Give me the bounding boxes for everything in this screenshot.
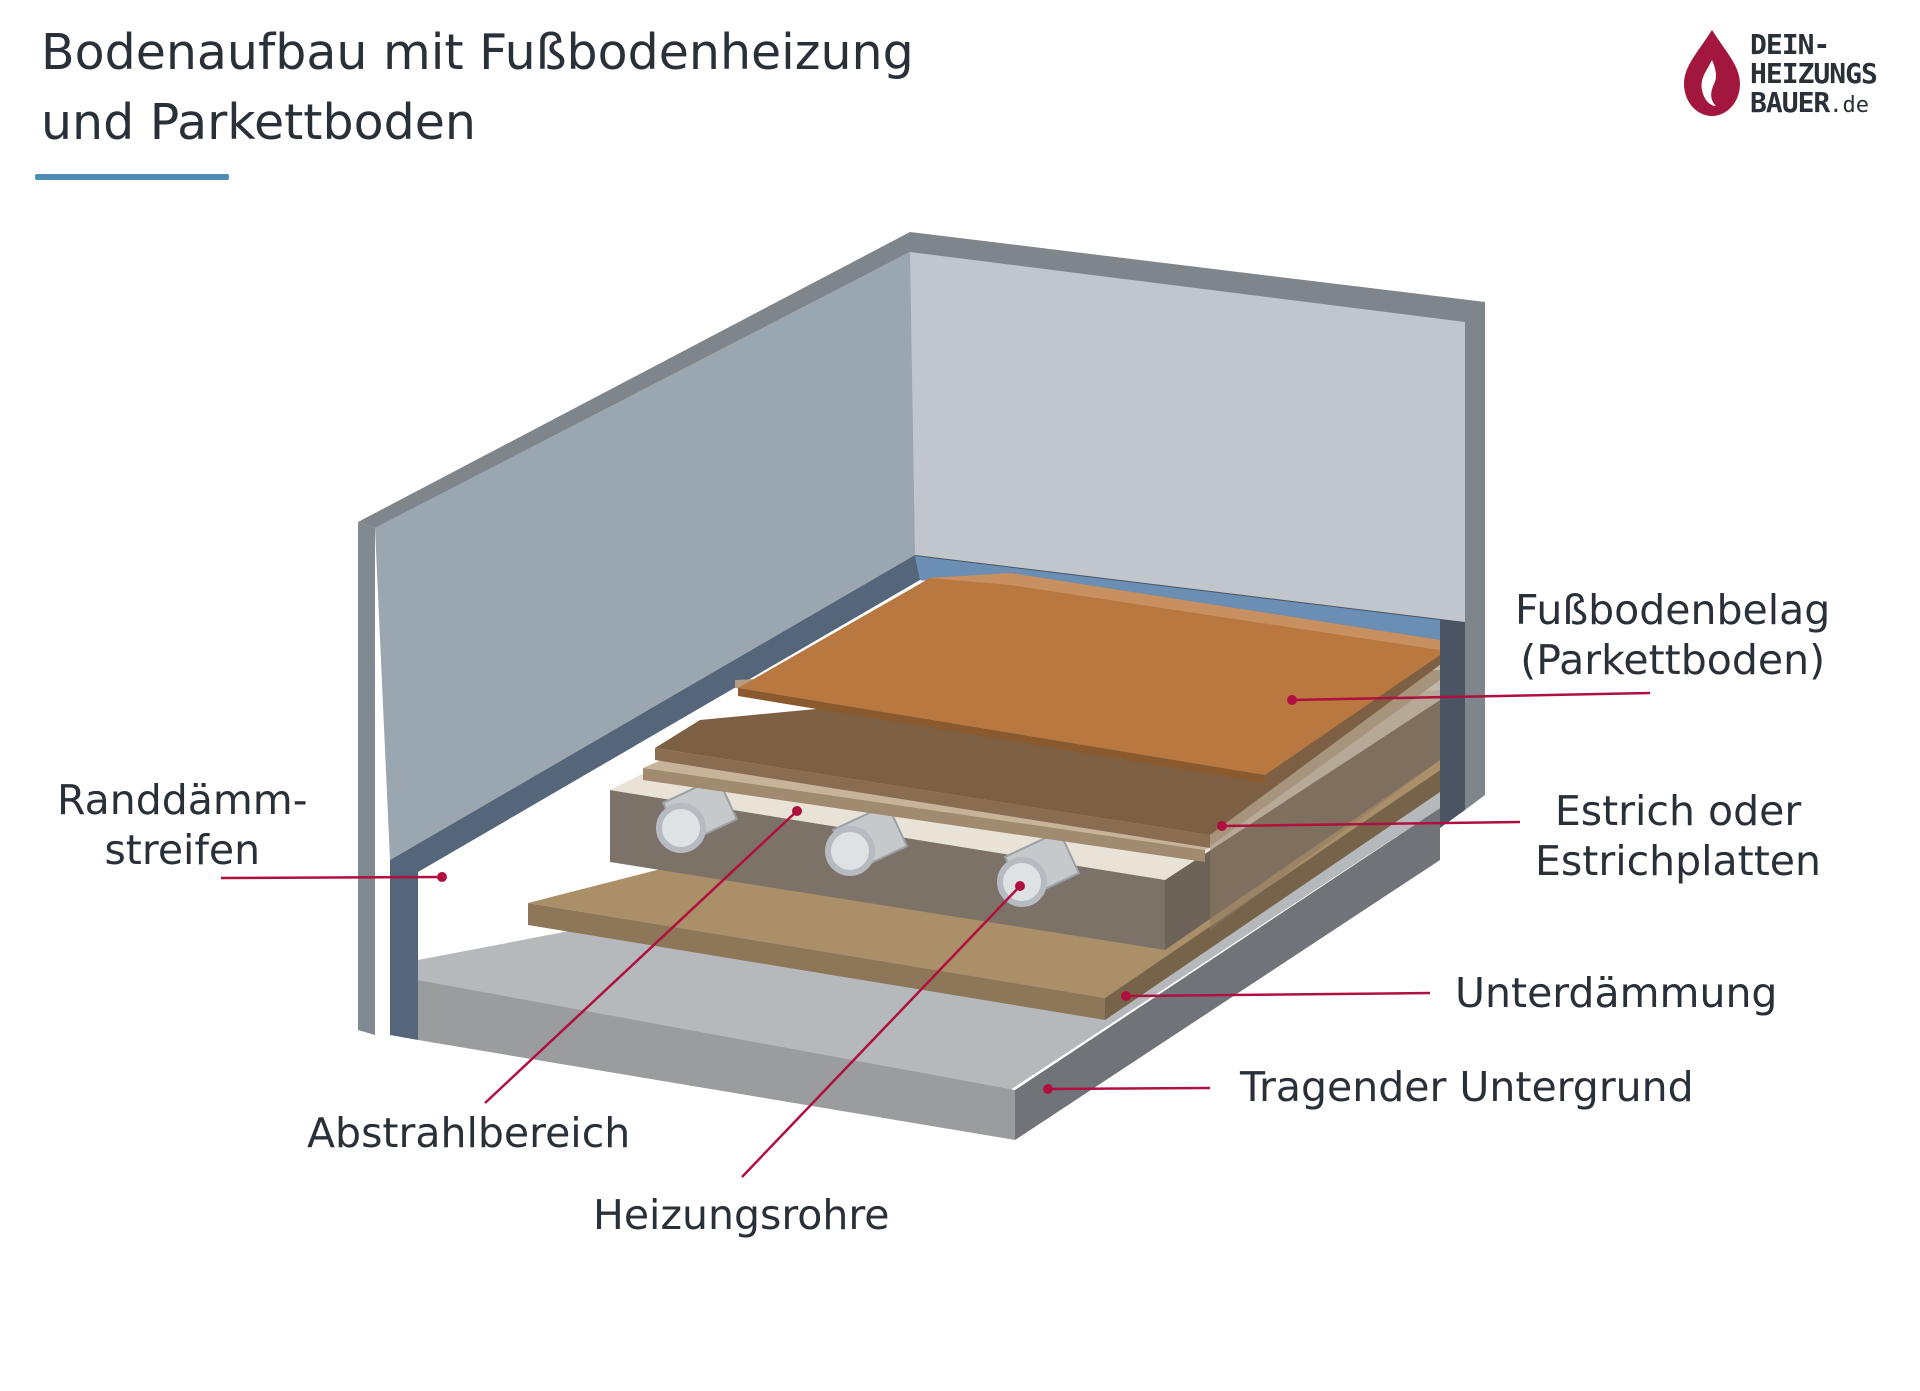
slab-side	[1015, 808, 1440, 1140]
label-unterdaemmung-line-1: Unterdämmung	[1455, 969, 1778, 1017]
back-wall-top-edge	[910, 232, 1485, 322]
insulation-side	[1105, 770, 1440, 1020]
logo-tld: .de	[1829, 93, 1870, 118]
leader-dot-fussbodenbelag	[1287, 695, 1297, 705]
leader-line-randdaemm	[220, 875, 443, 880]
back-wall-right-edge	[1465, 306, 1485, 810]
heating-pipe-1	[656, 803, 706, 853]
label-randdaemm-line-2: streifen	[104, 826, 261, 874]
leader-dot-abstrahl	[792, 806, 802, 816]
leader-line-fussbodenbelag	[1291, 691, 1651, 702]
label-estrich: Estrich oder Estrichplatten	[1535, 786, 1821, 886]
screed-right-side	[1210, 665, 1440, 930]
edge-insulation-strip-left	[390, 555, 920, 1040]
leader-line-untergrund	[1047, 1086, 1211, 1091]
leader-lines	[220, 691, 1651, 1178]
label-unterdaemmung: Unterdämmung	[1455, 968, 1777, 1018]
title-line-1: Bodenaufbau mit Fußbodenheizung	[41, 24, 914, 81]
left-wall-top-edge	[358, 232, 910, 528]
slab-front	[418, 980, 1015, 1140]
back-wall	[910, 235, 1485, 650]
leader-dot-unterdaemmung	[1121, 991, 1131, 1001]
logo-line-2: HEIZUNGS	[1750, 57, 1878, 90]
edge-strip-top-highlight	[915, 556, 1440, 640]
leader-dots	[437, 695, 1297, 1094]
label-estrich-line-1: Estrich oder	[1554, 787, 1802, 835]
logo-wordmark: DEIN- HEIZUNGS BAUER.de	[1750, 28, 1878, 120]
label-abstrahl-line-1: Abstrahlbereich	[307, 1109, 631, 1157]
label-randdaemm-line-1: Randdämm-	[57, 776, 308, 824]
label-abstrahl: Abstrahlbereich	[307, 1108, 630, 1158]
leader-dot-randdaemm	[437, 872, 447, 882]
insulation-front	[528, 903, 1105, 1020]
heating-pipes	[656, 776, 1081, 907]
label-fussbodenbelag-line-2: (Parkettboden)	[1520, 636, 1826, 684]
flame-drop-icon	[1684, 30, 1740, 116]
leader-dot-untergrund	[1043, 1084, 1053, 1094]
screed-body-front	[610, 790, 1165, 950]
screed-upper-front	[643, 768, 1205, 862]
leader-line-unterdaemmung	[1125, 991, 1431, 998]
left-wall-front-edge	[358, 522, 375, 1035]
parquet-edge	[738, 688, 1265, 783]
title-underline	[35, 174, 229, 180]
heating-pipe-2	[825, 826, 875, 876]
label-fussbodenbelag: Fußbodenbelag (Parkettboden)	[1515, 585, 1830, 685]
label-heizungsrohre: Heizungsrohre	[593, 1190, 890, 1240]
label-untergrund: Tragender Untergrund	[1240, 1062, 1694, 1112]
leader-dot-estrich	[1217, 821, 1227, 831]
label-fussbodenbelag-line-1: Fußbodenbelag	[1515, 586, 1831, 634]
parquet-back-highlight	[930, 573, 1440, 650]
logo-line-1: DEIN-	[1750, 28, 1830, 61]
screed-band	[655, 748, 1210, 848]
label-untergrund-line-1: Tragender Untergrund	[1240, 1063, 1694, 1111]
label-randdaemm: Randdämm- streifen	[57, 775, 308, 875]
leader-line-abstrahl	[484, 810, 798, 1104]
leader-line-heizungsrohre	[741, 885, 1021, 1178]
leader-dot-heizungsrohre	[1015, 881, 1025, 891]
title-line-2: und Parkettboden	[41, 94, 476, 151]
parquet-top	[738, 573, 1440, 775]
label-heizungsrohre-line-1: Heizungsrohre	[593, 1191, 890, 1239]
label-estrich-line-2: Estrichplatten	[1535, 837, 1822, 885]
brand-logo: DEIN- HEIZUNGS BAUER.de	[1680, 26, 1900, 126]
diagram-title: Bodenaufbau mit Fußbodenheizung und Park…	[41, 18, 914, 158]
logo-line-3: BAUER	[1750, 86, 1830, 119]
left-wall	[375, 252, 915, 860]
leader-line-estrich	[1221, 820, 1521, 828]
